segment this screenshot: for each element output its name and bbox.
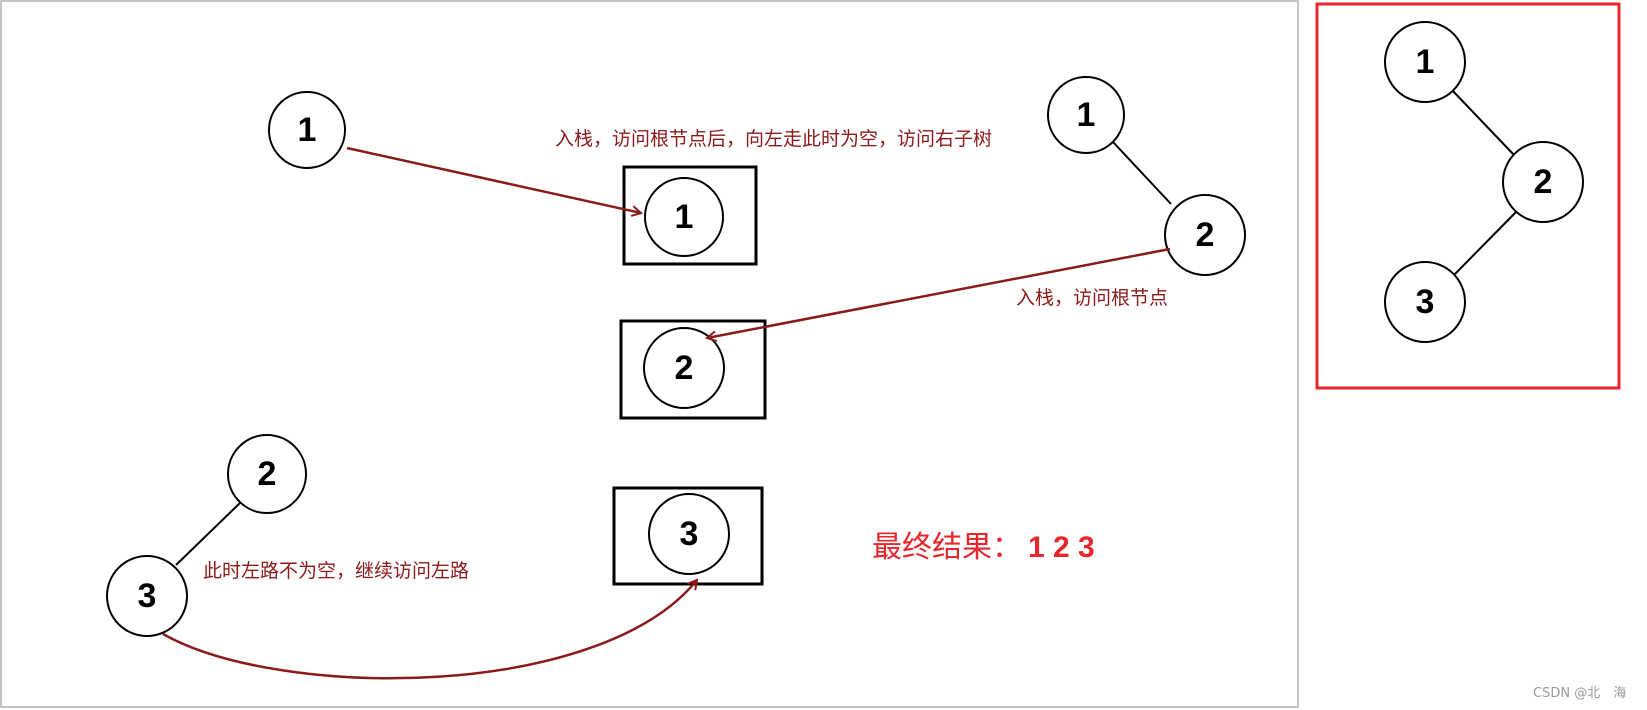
- final-tree-node-grandchild: 3: [1384, 261, 1466, 343]
- stack-node-3: 3: [648, 493, 730, 575]
- annotation-step3: 此时左路不为空，继续访问左路: [203, 560, 469, 582]
- tree-edge: [175, 501, 242, 566]
- stack-node-2: 2: [643, 327, 725, 409]
- watermark: CSDN @北 海: [1533, 686, 1626, 701]
- tree-edge: [1112, 141, 1172, 205]
- push-arrow-1: [346, 146, 641, 213]
- tree-edge: [1450, 88, 1516, 157]
- final-result-value: 1 2 3: [1028, 531, 1095, 564]
- tree-node-step3-child-3: 3: [106, 555, 188, 637]
- node-label: 2: [675, 349, 694, 387]
- stack-node-1: 1: [644, 177, 724, 257]
- main-frame: [0, 0, 1299, 708]
- tree-node-step2-parent-1: 1: [1047, 76, 1125, 154]
- node-label: 1: [298, 111, 317, 149]
- tree-node-step2-child-2: 2: [1164, 194, 1246, 276]
- final-tree-node-right: 2: [1502, 141, 1584, 223]
- final-result: 最终结果：1 2 3: [872, 530, 1095, 565]
- node-label: 2: [1534, 163, 1553, 201]
- node-label: 3: [138, 577, 157, 615]
- node-label: 3: [1416, 283, 1435, 321]
- tree-node-step3-parent-2: 2: [227, 434, 307, 514]
- tree-node-start-1: 1: [268, 91, 346, 169]
- final-tree-node-root: 1: [1384, 21, 1466, 103]
- stack-box-2: [619, 319, 767, 420]
- node-label: 1: [675, 198, 694, 236]
- annotation-step2: 入栈，访问根节点: [1016, 287, 1168, 309]
- stack-box-1: [622, 165, 758, 266]
- annotation-step1: 入栈，访问根节点后，向左走此时为空，访问右子树: [555, 128, 992, 150]
- tree-edge: [1454, 211, 1517, 275]
- node-label: 3: [680, 515, 699, 553]
- final-tree-frame: [1315, 2, 1621, 390]
- node-label: 1: [1077, 96, 1096, 134]
- node-label: 2: [1196, 216, 1215, 254]
- node-label: 1: [1416, 43, 1435, 81]
- push-arrow-2: [707, 247, 1171, 338]
- push-arrow-3: [162, 580, 697, 680]
- node-label: 2: [258, 455, 277, 493]
- final-result-label: 最终结果：: [872, 530, 1022, 565]
